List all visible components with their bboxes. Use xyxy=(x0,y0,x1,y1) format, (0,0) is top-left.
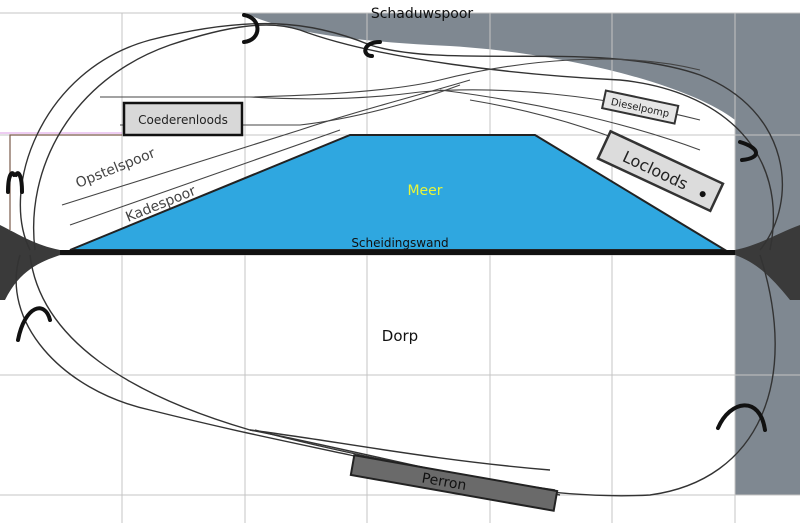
shadow-track-label: Schaduwspoor xyxy=(371,6,474,22)
partition-wall xyxy=(0,250,800,255)
left-loop-junction xyxy=(0,225,60,300)
horseshoe-magnet-icon xyxy=(242,13,260,44)
diesel-pump-building xyxy=(600,89,680,125)
goods-shed: Coederenloods xyxy=(122,101,244,137)
storage-track-label: Opstelspoor xyxy=(74,145,158,191)
horseshoe-magnet-icon xyxy=(6,13,767,432)
quay-track xyxy=(69,129,341,226)
loco-shed-building xyxy=(596,129,725,213)
goods-shed-building xyxy=(122,101,244,137)
goods-shed-label: Coederenloods xyxy=(138,113,228,127)
loco-shed-marker xyxy=(699,191,706,198)
diesel-track xyxy=(439,89,701,151)
left-boundary-box xyxy=(9,134,122,230)
right-loop-junction xyxy=(735,225,800,300)
partition-wall-label: Scheidingswand xyxy=(351,236,448,250)
platform-building xyxy=(349,454,559,512)
village-label: Dorp xyxy=(382,327,418,345)
horseshoe-magnet-icon xyxy=(716,403,767,432)
platform: Perron xyxy=(349,454,559,512)
platform-label: Perron xyxy=(420,470,467,494)
horseshoe-magnet-icon xyxy=(6,171,24,194)
yard-track xyxy=(100,58,701,98)
track-top-inner xyxy=(33,24,775,251)
lake-label: Meer xyxy=(407,183,442,199)
horseshoe-magnet-icon xyxy=(738,140,758,162)
horseshoe-magnet-icon xyxy=(16,306,52,342)
storage-track xyxy=(61,79,471,206)
horseshoe-magnet-icon xyxy=(363,40,382,58)
